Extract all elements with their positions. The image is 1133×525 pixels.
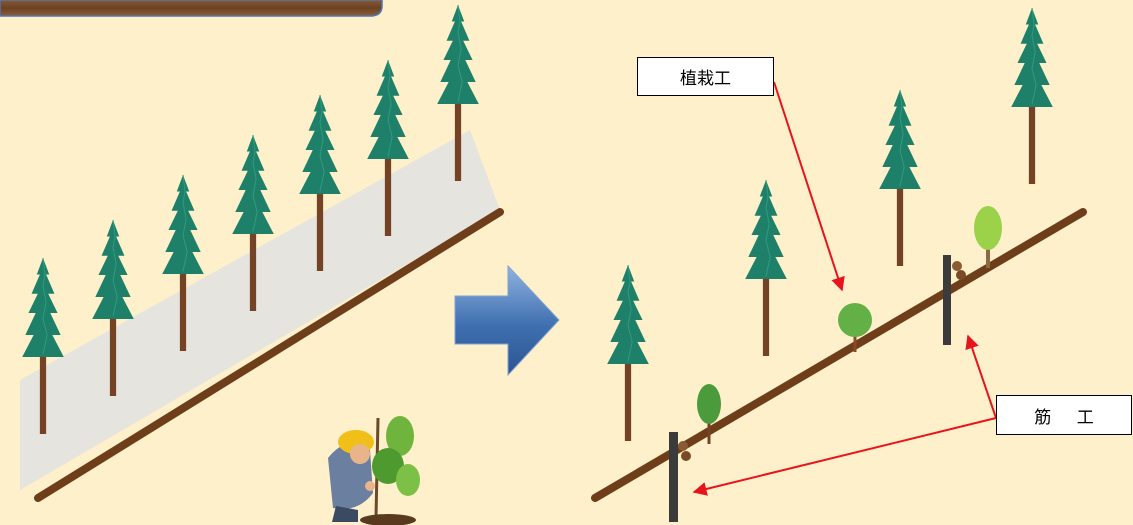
arrow-to-sapling <box>773 81 845 292</box>
tree-planting-worker-icon <box>328 416 420 525</box>
slope-line-left <box>34 208 504 502</box>
terrace-label: 筋 工 <box>996 395 1132 435</box>
conifer-tree <box>1010 7 1054 185</box>
right-arrow-icon <box>454 264 560 377</box>
sapling-icon <box>974 206 1002 268</box>
sapling-icon <box>838 303 872 352</box>
terrace-stake-icon <box>669 432 691 522</box>
arrow-to-lower-stake <box>692 417 997 496</box>
conifer-tree <box>606 264 650 442</box>
dense-forest-panel <box>20 4 504 502</box>
conifer-tree <box>744 179 788 357</box>
slope-line-right <box>591 208 1087 502</box>
arrow-to-upper-stake <box>965 334 997 419</box>
callout-arrows <box>692 81 997 496</box>
planting-label: 植栽工 <box>637 57 774 96</box>
wood-panel <box>0 0 383 17</box>
terrace-stake-icon <box>943 255 966 345</box>
thinned-forest-panel <box>591 7 1087 522</box>
conifer-tree <box>878 89 922 267</box>
understory-shade <box>20 130 500 490</box>
sapling-icon <box>697 384 721 444</box>
